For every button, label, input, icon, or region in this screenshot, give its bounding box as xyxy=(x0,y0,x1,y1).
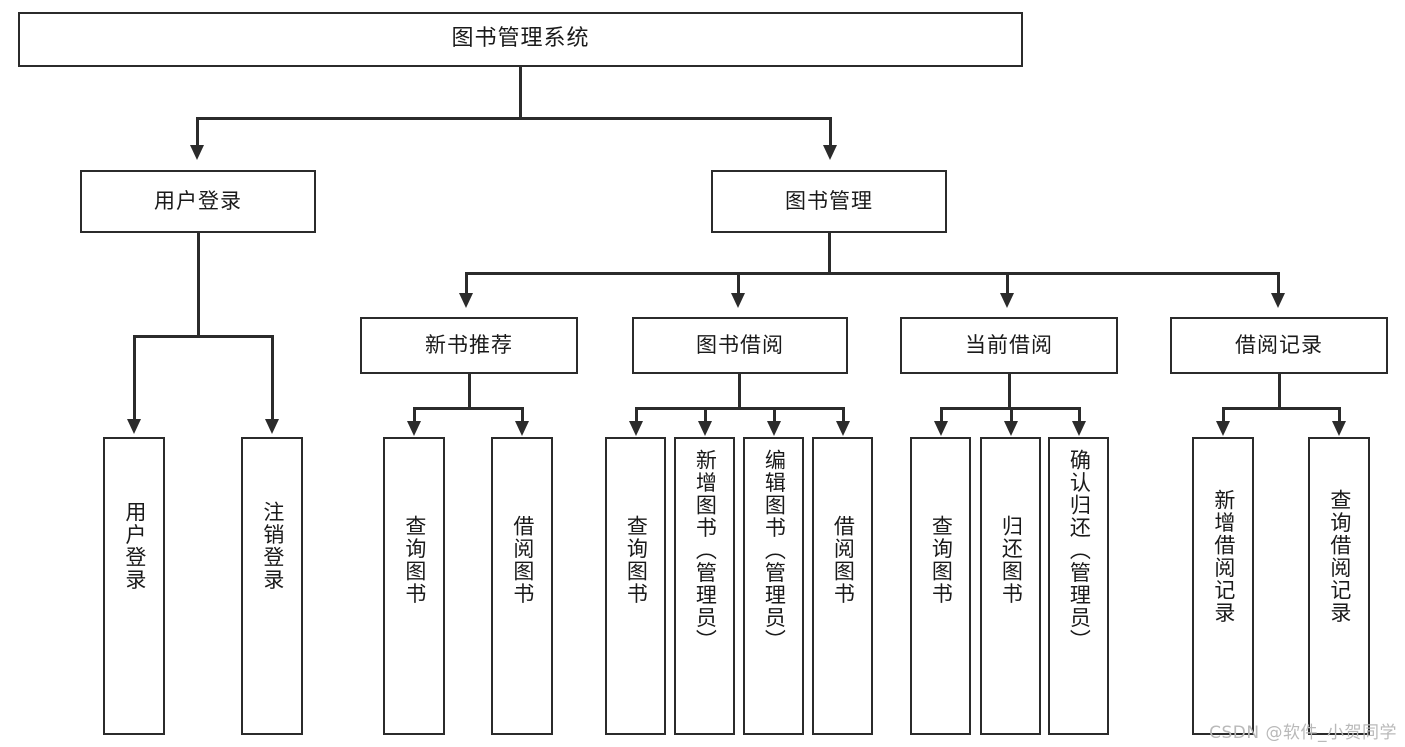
node-label: 新书推荐 xyxy=(425,332,513,357)
connector-current-borrow-leaf-1 xyxy=(940,407,943,423)
connector-book-borrow-stem xyxy=(738,374,741,407)
arrowhead-current-borrow-leaf-2 xyxy=(1004,421,1018,436)
connector-root-bar xyxy=(196,117,831,120)
leaf-book-borrow-edit-book-admin[interactable]: 编辑图书（管理员） xyxy=(743,437,804,735)
connector-current-borrow-leaf-2 xyxy=(1010,407,1013,423)
leaf-borrow-record-query-record[interactable]: 查询借阅记录 xyxy=(1308,437,1370,735)
node-label: 用户登录 xyxy=(122,501,147,591)
node-label: 查询图书 xyxy=(402,515,427,605)
leaf-new-book-borrow-book[interactable]: 借阅图书 xyxy=(491,437,553,735)
arrowhead-book-borrow-leaf-3 xyxy=(767,421,781,436)
node-label: 借阅图书 xyxy=(510,515,535,605)
connector-new-book-stem xyxy=(468,374,471,407)
node-label: 查询借阅记录 xyxy=(1327,489,1352,624)
node-label: 确认归还（管理员） xyxy=(1067,449,1092,652)
arrowhead-borrow-record-leaf-2 xyxy=(1332,421,1346,436)
leaf-current-borrow-confirm-return-admin[interactable]: 确认归还（管理员） xyxy=(1048,437,1109,735)
connector-user-login-bar xyxy=(133,335,273,338)
arrowhead-current-borrow-leaf-3 xyxy=(1072,421,1086,436)
arrowhead-root-to-book-management xyxy=(823,145,837,160)
connector-book-management-bar xyxy=(465,272,1279,275)
leaf-new-book-query-book[interactable]: 查询图书 xyxy=(383,437,445,735)
arrowhead-bm-new-book xyxy=(459,293,473,308)
leaf-user-login-logout[interactable]: 注销登录 xyxy=(241,437,303,735)
arrowhead-book-borrow-leaf-2 xyxy=(698,421,712,436)
arrowhead-bm-borrow-record xyxy=(1271,293,1285,308)
node-label: 借阅记录 xyxy=(1235,332,1323,357)
arrowhead-new-book-leaf-1 xyxy=(407,421,421,436)
leaf-current-borrow-return-book[interactable]: 归还图书 xyxy=(980,437,1041,735)
node-label: 查询图书 xyxy=(929,515,954,605)
connector-new-book-leaf-1 xyxy=(413,407,416,423)
connector-bm-to-new-book xyxy=(465,272,468,294)
node-label: 编辑图书（管理员） xyxy=(762,449,787,652)
arrowhead-user-login-leaf-2 xyxy=(265,419,279,434)
arrowhead-bm-book-borrow xyxy=(731,293,745,308)
node-book-management[interactable]: 图书管理 xyxy=(711,170,947,233)
connector-bm-to-borrow-record xyxy=(1277,272,1280,294)
arrowhead-user-login-leaf-1 xyxy=(127,419,141,434)
leaf-user-login-login[interactable]: 用户登录 xyxy=(103,437,165,735)
connector-book-management-stem xyxy=(828,233,831,272)
connector-bm-to-book-borrow xyxy=(737,272,740,294)
connector-root-stem xyxy=(519,67,522,117)
node-label: 图书管理系统 xyxy=(451,26,590,52)
arrowhead-bm-current-borrow xyxy=(1000,293,1014,308)
arrowhead-root-to-user-login xyxy=(190,145,204,160)
connector-borrow-record-stem xyxy=(1278,374,1281,407)
arrowhead-current-borrow-leaf-1 xyxy=(934,421,948,436)
connector-book-borrow-leaf-3 xyxy=(773,407,776,423)
connector-book-borrow-leaf-4 xyxy=(842,407,845,423)
node-current-borrow[interactable]: 当前借阅 xyxy=(900,317,1118,374)
connector-book-borrow-leaf-1 xyxy=(635,407,638,423)
connector-bm-to-current-borrow xyxy=(1006,272,1009,294)
connector-current-borrow-leaf-3 xyxy=(1078,407,1081,423)
node-label: 归还图书 xyxy=(999,515,1024,605)
node-borrow-record[interactable]: 借阅记录 xyxy=(1170,317,1388,374)
connector-user-login-to-leaf-1 xyxy=(133,335,136,420)
connector-borrow-record-leaf-1 xyxy=(1222,407,1225,423)
node-label: 查询图书 xyxy=(624,515,649,605)
node-label: 借阅图书 xyxy=(831,515,856,605)
connector-root-to-user-login xyxy=(196,117,199,147)
connector-borrow-record-bar xyxy=(1222,407,1340,410)
node-label: 当前借阅 xyxy=(965,332,1053,357)
arrowhead-book-borrow-leaf-4 xyxy=(836,421,850,436)
connector-current-borrow-stem xyxy=(1008,374,1011,407)
connector-user-login-stem xyxy=(197,233,200,335)
leaf-borrow-record-add-record[interactable]: 新增借阅记录 xyxy=(1192,437,1254,735)
connector-borrow-record-leaf-2 xyxy=(1338,407,1341,423)
connector-book-borrow-leaf-2 xyxy=(704,407,707,423)
leaf-book-borrow-query-book[interactable]: 查询图书 xyxy=(605,437,666,735)
connector-user-login-to-leaf-2 xyxy=(271,335,274,420)
arrowhead-new-book-leaf-2 xyxy=(515,421,529,436)
node-root-book-management-system[interactable]: 图书管理系统 xyxy=(18,12,1023,67)
node-label: 用户登录 xyxy=(154,188,242,213)
arrowhead-book-borrow-leaf-1 xyxy=(629,421,643,436)
connector-new-book-bar xyxy=(413,407,523,410)
node-label: 图书借阅 xyxy=(696,332,784,357)
node-book-borrow[interactable]: 图书借阅 xyxy=(632,317,848,374)
node-label: 图书管理 xyxy=(785,188,873,213)
leaf-book-borrow-borrow-book[interactable]: 借阅图书 xyxy=(812,437,873,735)
leaf-book-borrow-add-book-admin[interactable]: 新增图书（管理员） xyxy=(674,437,735,735)
connector-new-book-leaf-2 xyxy=(521,407,524,423)
leaf-current-borrow-query-book[interactable]: 查询图书 xyxy=(910,437,971,735)
node-new-book-recommend[interactable]: 新书推荐 xyxy=(360,317,578,374)
connector-book-borrow-bar xyxy=(635,407,845,410)
node-label: 注销登录 xyxy=(260,501,285,591)
node-label: 新增图书（管理员） xyxy=(693,449,718,652)
node-label: 新增借阅记录 xyxy=(1211,489,1236,624)
connector-root-to-book-management xyxy=(829,117,832,147)
node-user-login[interactable]: 用户登录 xyxy=(80,170,316,233)
arrowhead-borrow-record-leaf-1 xyxy=(1216,421,1230,436)
